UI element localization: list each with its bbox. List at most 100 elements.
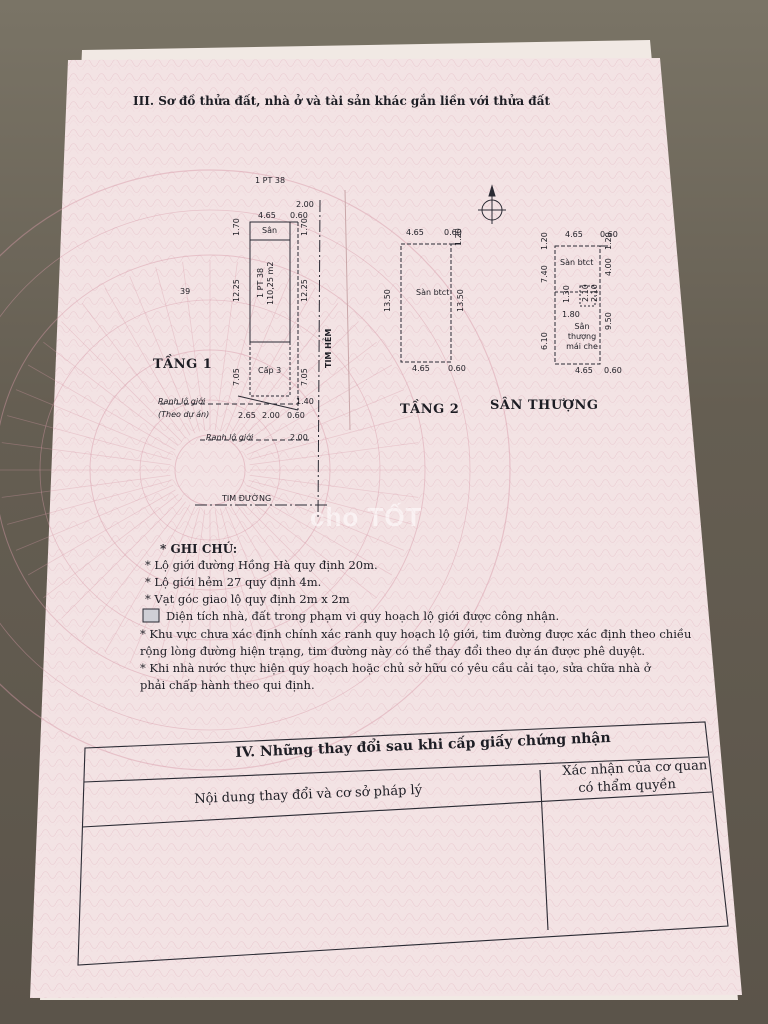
f1-right-offset: 2.00 [296,200,314,209]
rosette-ray [104,287,191,436]
f2-left-depth: 13.50 [383,289,392,312]
rosette-ray [81,303,186,439]
rosette-ray [246,484,405,551]
f1-bottom-right-small: 1.40 [296,397,314,406]
f1-bottom-a: 2.65 [238,411,256,420]
f1-bottom-c: 0.60 [287,411,305,420]
rosette-ray [129,506,196,665]
watermark: cho TỐT [310,502,423,532]
floor2-outline [400,243,452,363]
f2-san-label: Sàn btct [416,288,450,297]
f1-san-label: Sân [262,226,278,235]
rt-small-d: 1.80 [562,310,580,319]
rosette-ray [241,341,377,446]
note-line-2: * Lộ giới hẻm 27 quy định 4m. [145,575,322,589]
rosette-ray [15,484,174,551]
f1-depth-top-right: 1.70 [300,218,309,236]
rosette-ray [238,498,359,619]
rosette-ray [214,509,238,679]
rosette-ray [1,474,171,498]
rt-top-depth-right: 1.20 [604,232,613,250]
f2-top-width: 4.65 [406,228,424,237]
rt-small-c: 2.10 [590,284,599,302]
rt-top-depth: 1.20 [540,232,549,250]
f1-lower-right: 2.00 [290,433,308,442]
rooftop-title: SÂN THƯỢNG [490,398,599,413]
rosette-ray [155,508,201,673]
f2-top-depth: 1.20 [454,228,463,246]
note-line-4: Diện tích nhà, đất trong phạm vi quy hoạ… [166,609,560,623]
rt-bottom-right: 0.60 [604,366,622,375]
rosette-ray [7,415,172,461]
floor1-title: TẦNG 1 [153,357,213,372]
rosette-ray [234,501,339,637]
legend-hatch-box [142,608,160,623]
tim-duong-label: TIM ĐƯỜNG [222,494,272,503]
rosette-ray [229,287,316,436]
rosette-ray [219,508,265,673]
f2-right-depth: 13.50 [456,289,465,312]
notes-title: * GHI CHÚ: [160,542,238,556]
note-line-6b: phải chấp hành theo qui định. [140,678,315,692]
rosette-ray [224,506,291,665]
rosette-ray [241,494,377,599]
rosette-ray [182,261,206,431]
note-line-6a: * Khi nhà nước thực hiện quy hoạch hoặc … [140,661,651,675]
f1-area-label: 110,25 m2 [266,261,275,305]
note-line-3: * Vạt góc giao lộ quy định 2m x 2m [145,592,350,606]
note-line-5b: rộng lòng đường hiện trạng, tim đường nà… [140,644,646,658]
rosette-ray [214,261,238,431]
rosette-ray [249,474,419,498]
f1-depth-low-right: 7.05 [300,368,309,386]
f1-depth-mid-right: 12.25 [300,279,309,302]
rosette-ray [61,498,182,619]
rosette-ray [61,321,182,442]
rosette-ray [27,364,176,451]
changes-table [77,721,729,966]
f2-bottom-width: 4.65 [412,364,430,373]
rooftop-outline [554,245,601,365]
drum-seal-pattern [0,169,511,771]
rosette-ray [43,494,179,599]
tim-hem-label: TIM HẺM [324,328,333,368]
floor2-title: TẦNG 2 [400,402,460,417]
section-3-heading: III. Sơ đồ thửa đất, nhà ở và tài sản kh… [133,94,551,108]
rt-right-b: 9.50 [604,312,613,330]
rosette-ray [129,275,196,434]
rosette-ray [246,389,405,456]
top-parcel-label: 1 PT 38 [255,176,286,185]
rt-small-b: 2.10 [581,284,590,302]
rt-left-b: 6.10 [540,332,549,350]
left-parcel-label: 39 [180,287,191,296]
rosette-ray [15,389,174,456]
rosette-ray [249,442,419,466]
f1-ranh-label-2: Ranh lộ giới [206,433,254,442]
rosette-ray [248,415,413,461]
rosette-ray [224,275,291,434]
f1-bottom-b: 2.00 [262,411,280,420]
rosette-ray [234,303,339,439]
rosette-ray [1,442,171,466]
rosette-ray [27,489,176,576]
f2-top-right: 0.60 [444,228,462,237]
rt-small-a: 1.30 [562,285,571,303]
f1-depth-low-left: 7.05 [232,368,241,386]
rosette-ray [43,341,179,446]
f1-top-width: 4.65 [258,211,276,220]
rosette-ray [244,489,393,576]
rosette-ray [81,501,186,637]
rosette-ray [104,504,191,653]
rt-san-label: Sàn btct [560,258,594,267]
f1-depth-mid-left: 12.25 [232,279,241,302]
f1-depth-top-left: 1.70 [232,218,241,236]
rt-bottom-width: 4.65 [575,366,593,375]
f1-top-right: 0.60 [290,211,308,220]
rt-open-label: Sân thượng mái che [566,322,598,351]
rosette-ray [248,479,413,525]
note-line-5a: * Khu vực chưa xác định chính xác ranh q… [140,627,692,641]
f1-parcel-label: 1 PT 38 [256,267,265,298]
rosette-ray [229,504,316,653]
rt-top-right: 0.60 [600,230,618,239]
rosette-ray [182,509,206,679]
